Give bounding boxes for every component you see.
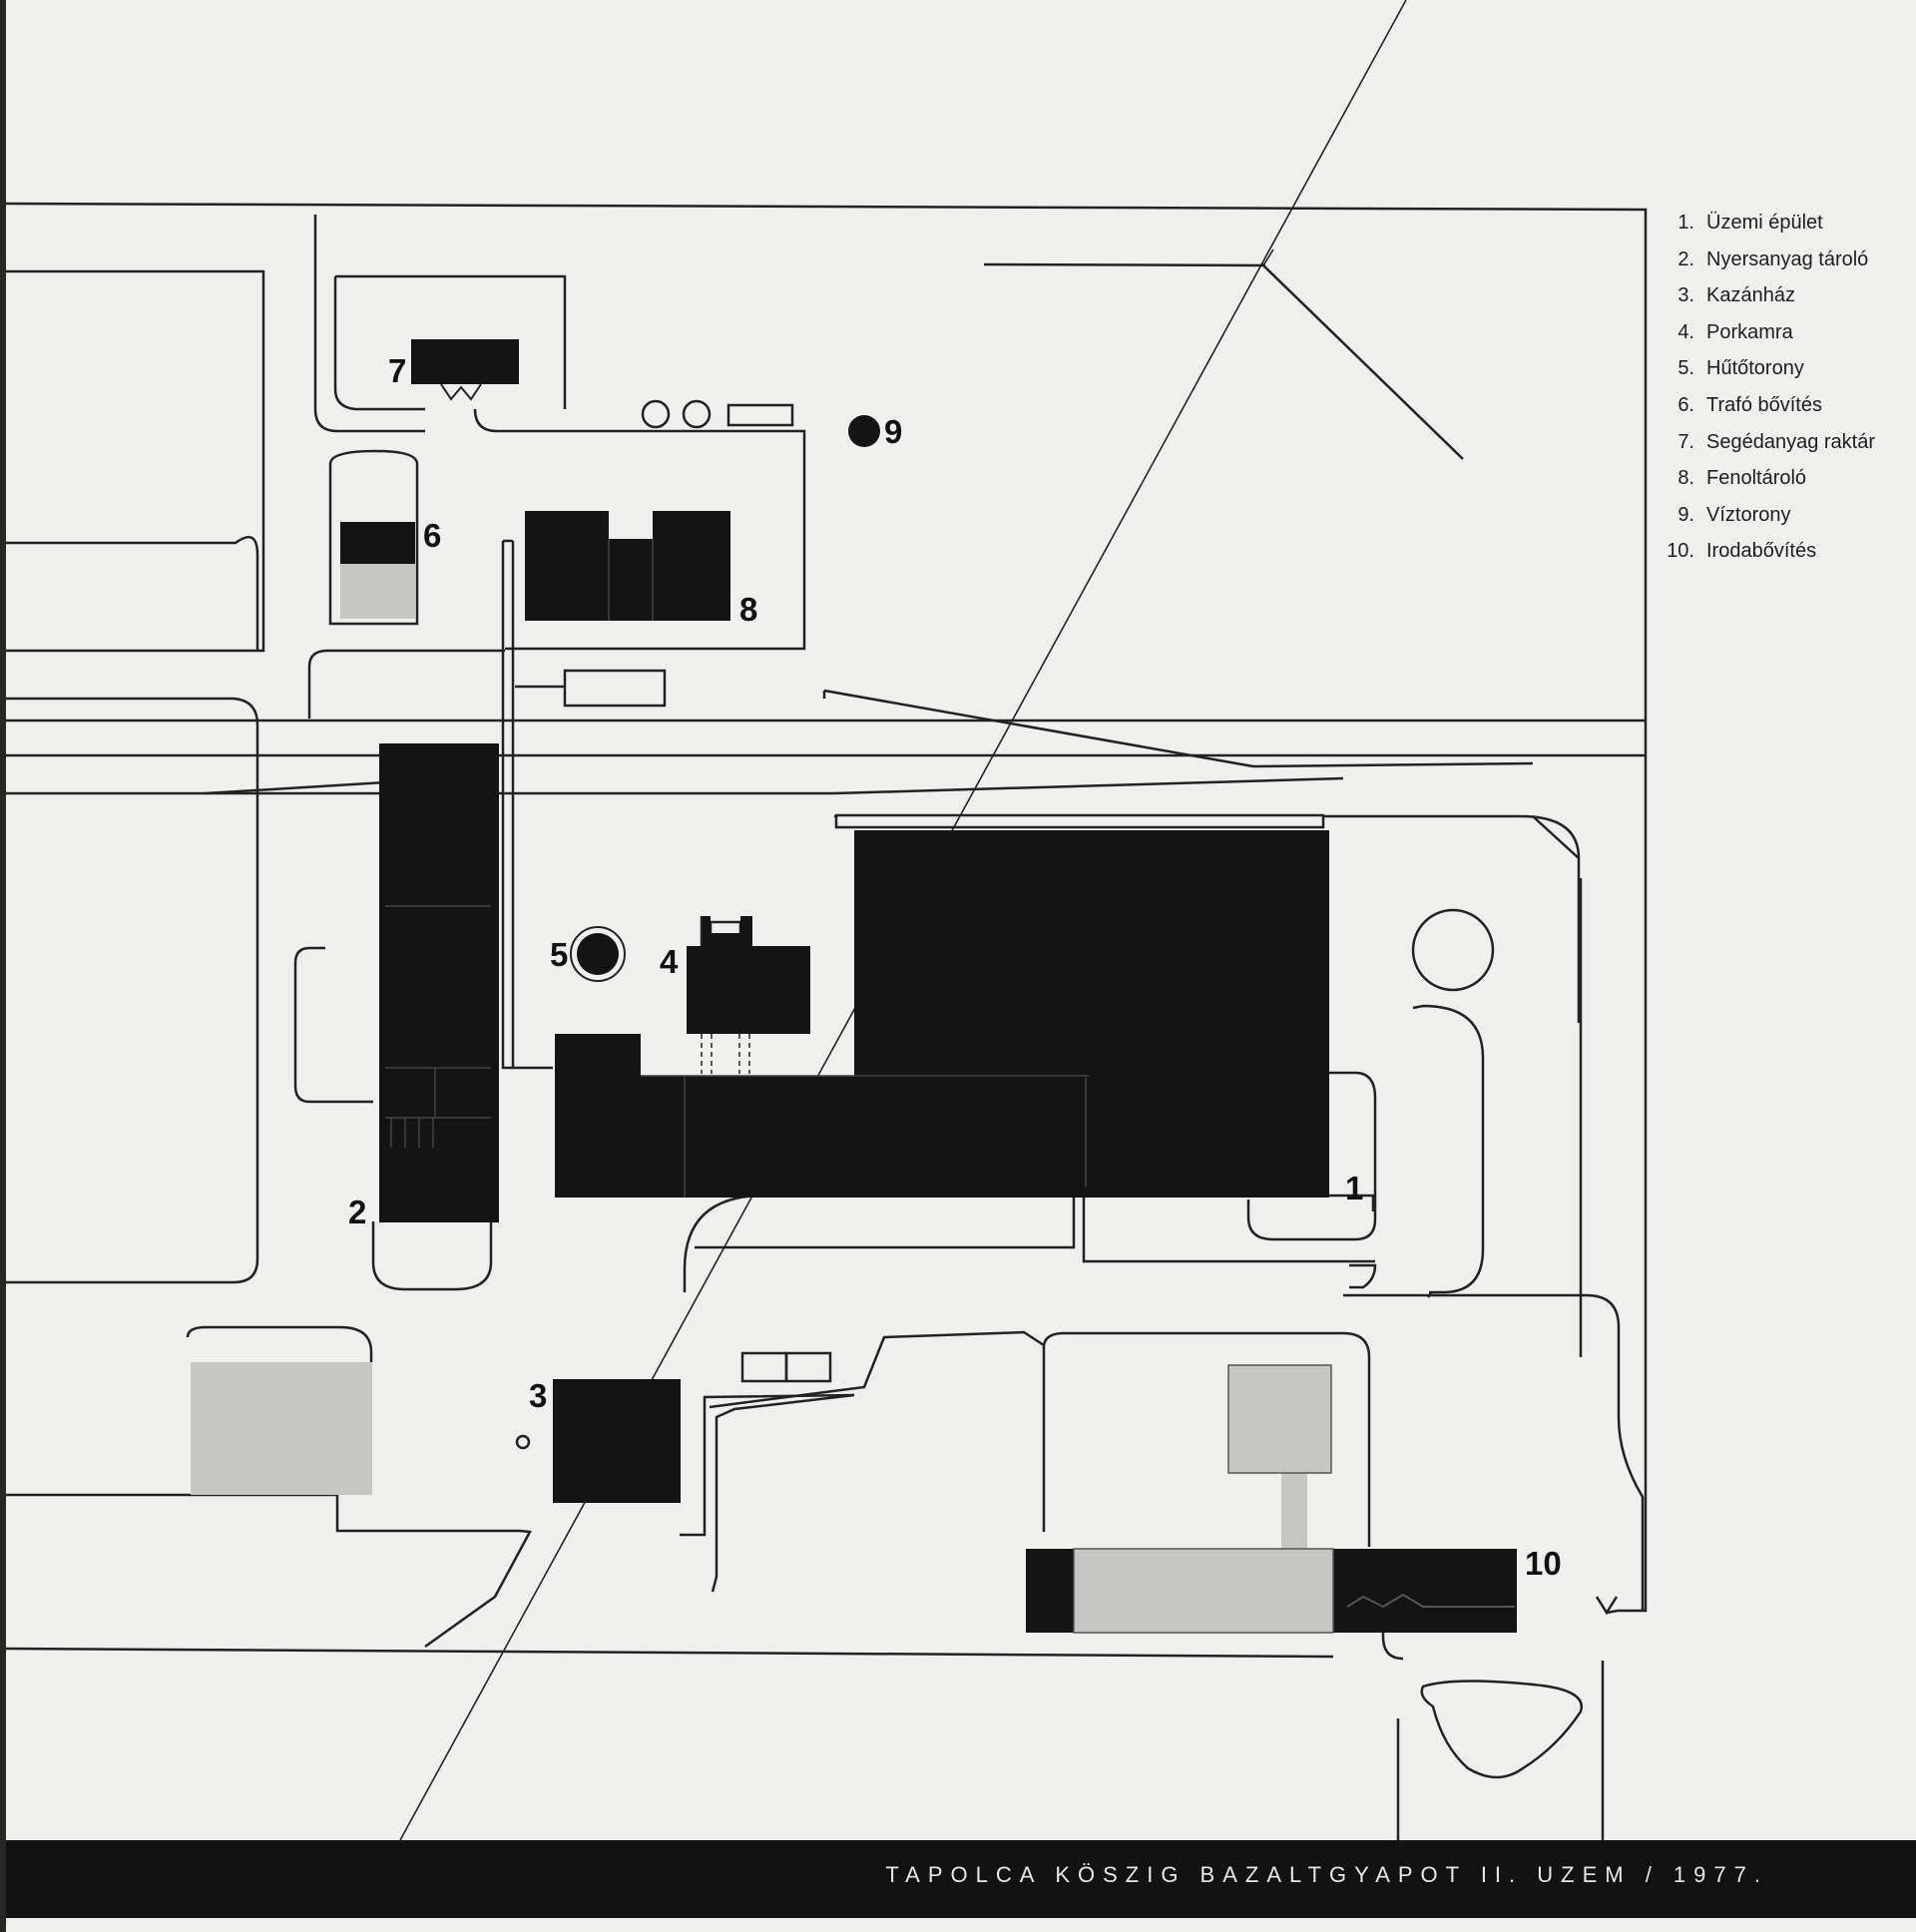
label-9: 9 [884,413,902,450]
legend-item: 8.Fenoltároló [1677,467,1807,490]
cooling-tower [577,933,619,975]
legend-item: 10.Irodabővítés [1667,540,1817,563]
legend-item: 6.Trafó bővítés [1677,393,1822,416]
legend-item: 9.Víztorony [1677,503,1791,526]
label-4: 4 [660,943,679,980]
legend-item: 4.Porkamra [1677,320,1793,343]
legend-item: 2.Nyersanyag tároló [1677,247,1869,270]
building-6-new [340,522,415,564]
building-4 [687,916,810,1034]
footer-caption: TAPOLCA KÖSZIG BAZALTGYAPOT II. UZEM / 1… [885,1862,1768,1887]
legend-item: 3.Kazánház [1677,284,1795,307]
label-1: 1 [1345,1170,1363,1207]
label-5: 5 [550,936,568,973]
label-10: 10 [1525,1545,1562,1582]
site-plan-page: 7 6 8 9 2 5 4 1 3 10 1.Üzemi épület 2.Ny… [6,0,1916,1932]
existing-outlines [1073,1364,1334,1634]
building-1 [555,830,1329,1198]
legend-item: 7.Segédanyag raktár [1677,430,1876,453]
water-tower [848,415,880,447]
legend-item: 5.Hűtőtorony [1677,357,1804,380]
label-7: 7 [388,352,406,389]
building-6-existing [340,564,415,619]
building-details [385,539,1515,1609]
existing-buildings [191,564,1333,1633]
building-10 [1333,1549,1517,1633]
site-plan-drawing: 7 6 8 9 2 5 4 1 3 10 [6,0,1648,1840]
building-2 [379,743,499,1222]
label-6: 6 [423,517,441,554]
new-buildings [340,339,1517,1633]
footer-band: TAPOLCA KÖSZIG BAZALTGYAPOT II. UZEM / 1… [6,1840,1916,1918]
existing-building-left [191,1362,372,1495]
legend: 1.Üzemi épület 2.Nyersanyag tároló 3.Kaz… [1655,205,1914,570]
existing-building-right [1228,1365,1331,1473]
building-3 [553,1379,681,1503]
legend-item: 1.Üzemi épület [1677,212,1823,234]
label-2: 2 [348,1194,366,1230]
label-8: 8 [739,591,757,628]
building-10-left [1026,1549,1074,1633]
existing-office [1074,1549,1333,1633]
existing-connector [1281,1473,1307,1549]
building-7 [411,339,519,384]
label-3: 3 [529,1377,547,1414]
building-8 [525,511,730,621]
